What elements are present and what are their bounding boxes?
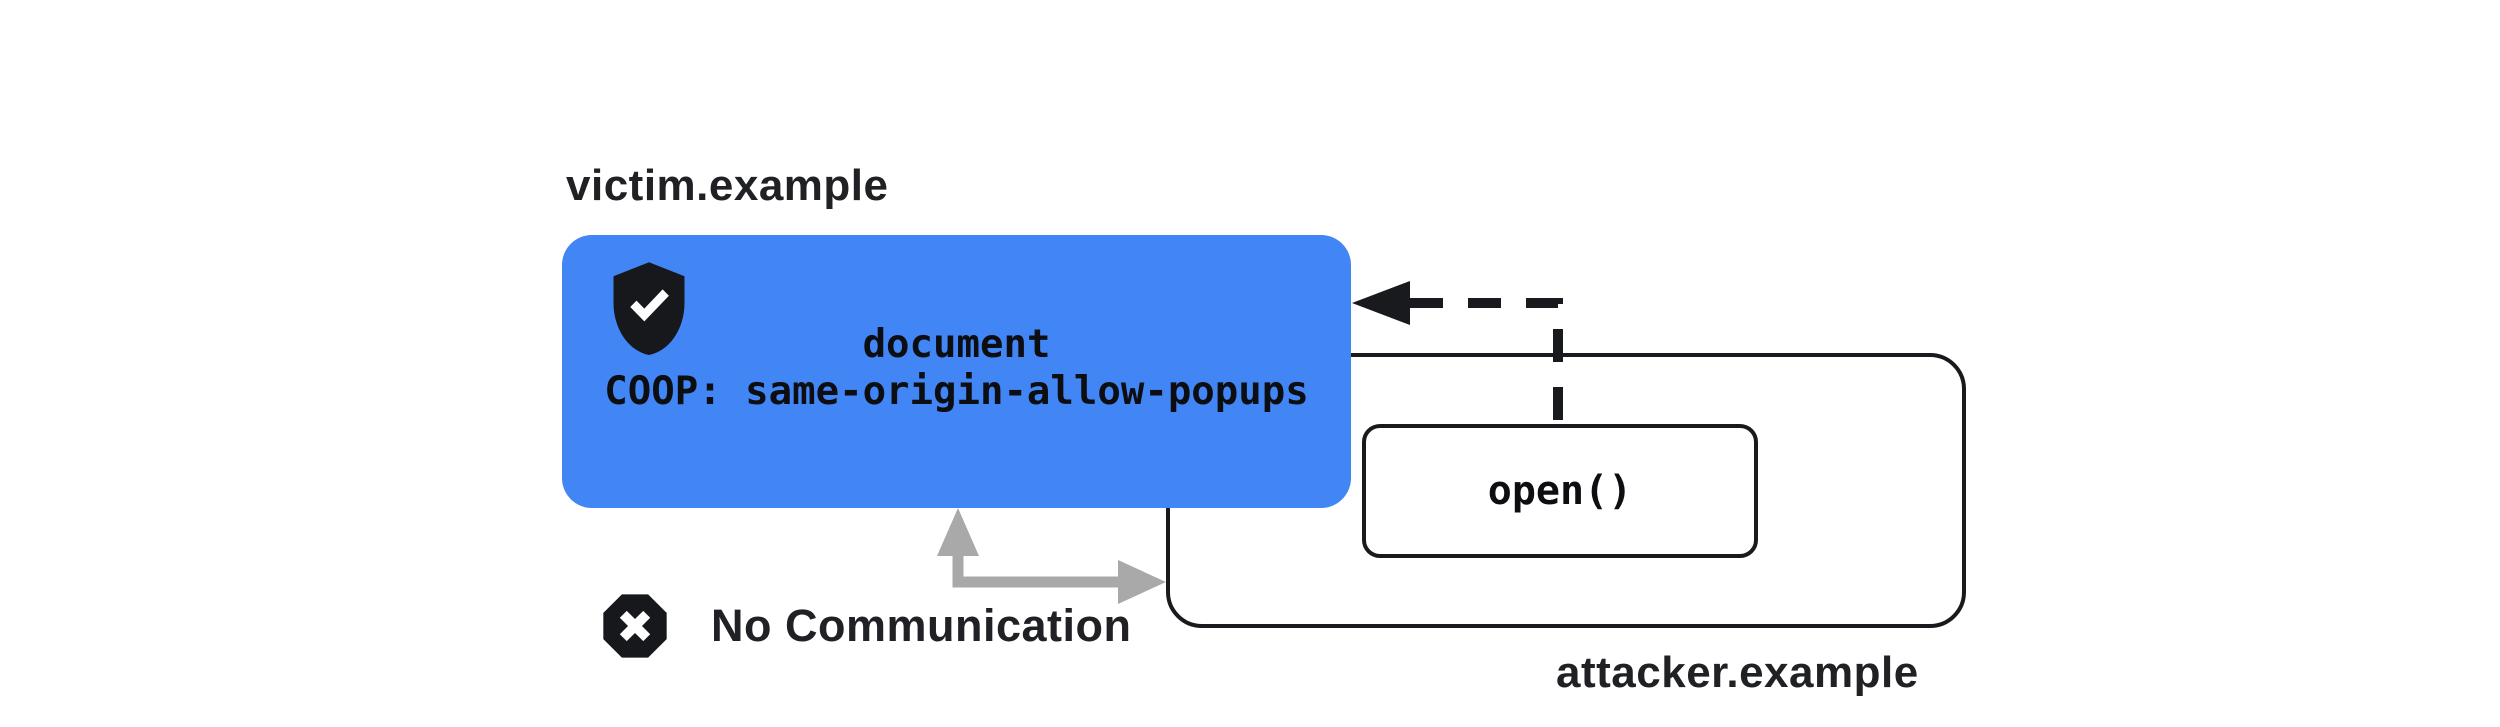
victim-document-box: document COOP: same-origin-allow-popups xyxy=(562,235,1351,508)
open-call-label: open() xyxy=(1487,468,1633,514)
shield-check-icon xyxy=(613,262,685,355)
victim-box-title: document xyxy=(862,322,1051,367)
open-call-box: open() xyxy=(1362,424,1758,558)
no-communication-callout: No Communication xyxy=(597,588,1132,664)
victim-domain-label: victim.example xyxy=(566,161,889,210)
victim-coop-header: COOP: same-origin-allow-popups xyxy=(604,369,1309,414)
octagon-x-icon xyxy=(603,594,667,658)
attacker-domain-label: attacker.example xyxy=(1556,648,1919,697)
victim-box-text: document COOP: same-origin-allow-popups xyxy=(562,321,1351,415)
no-communication-label: No Communication xyxy=(711,600,1132,651)
